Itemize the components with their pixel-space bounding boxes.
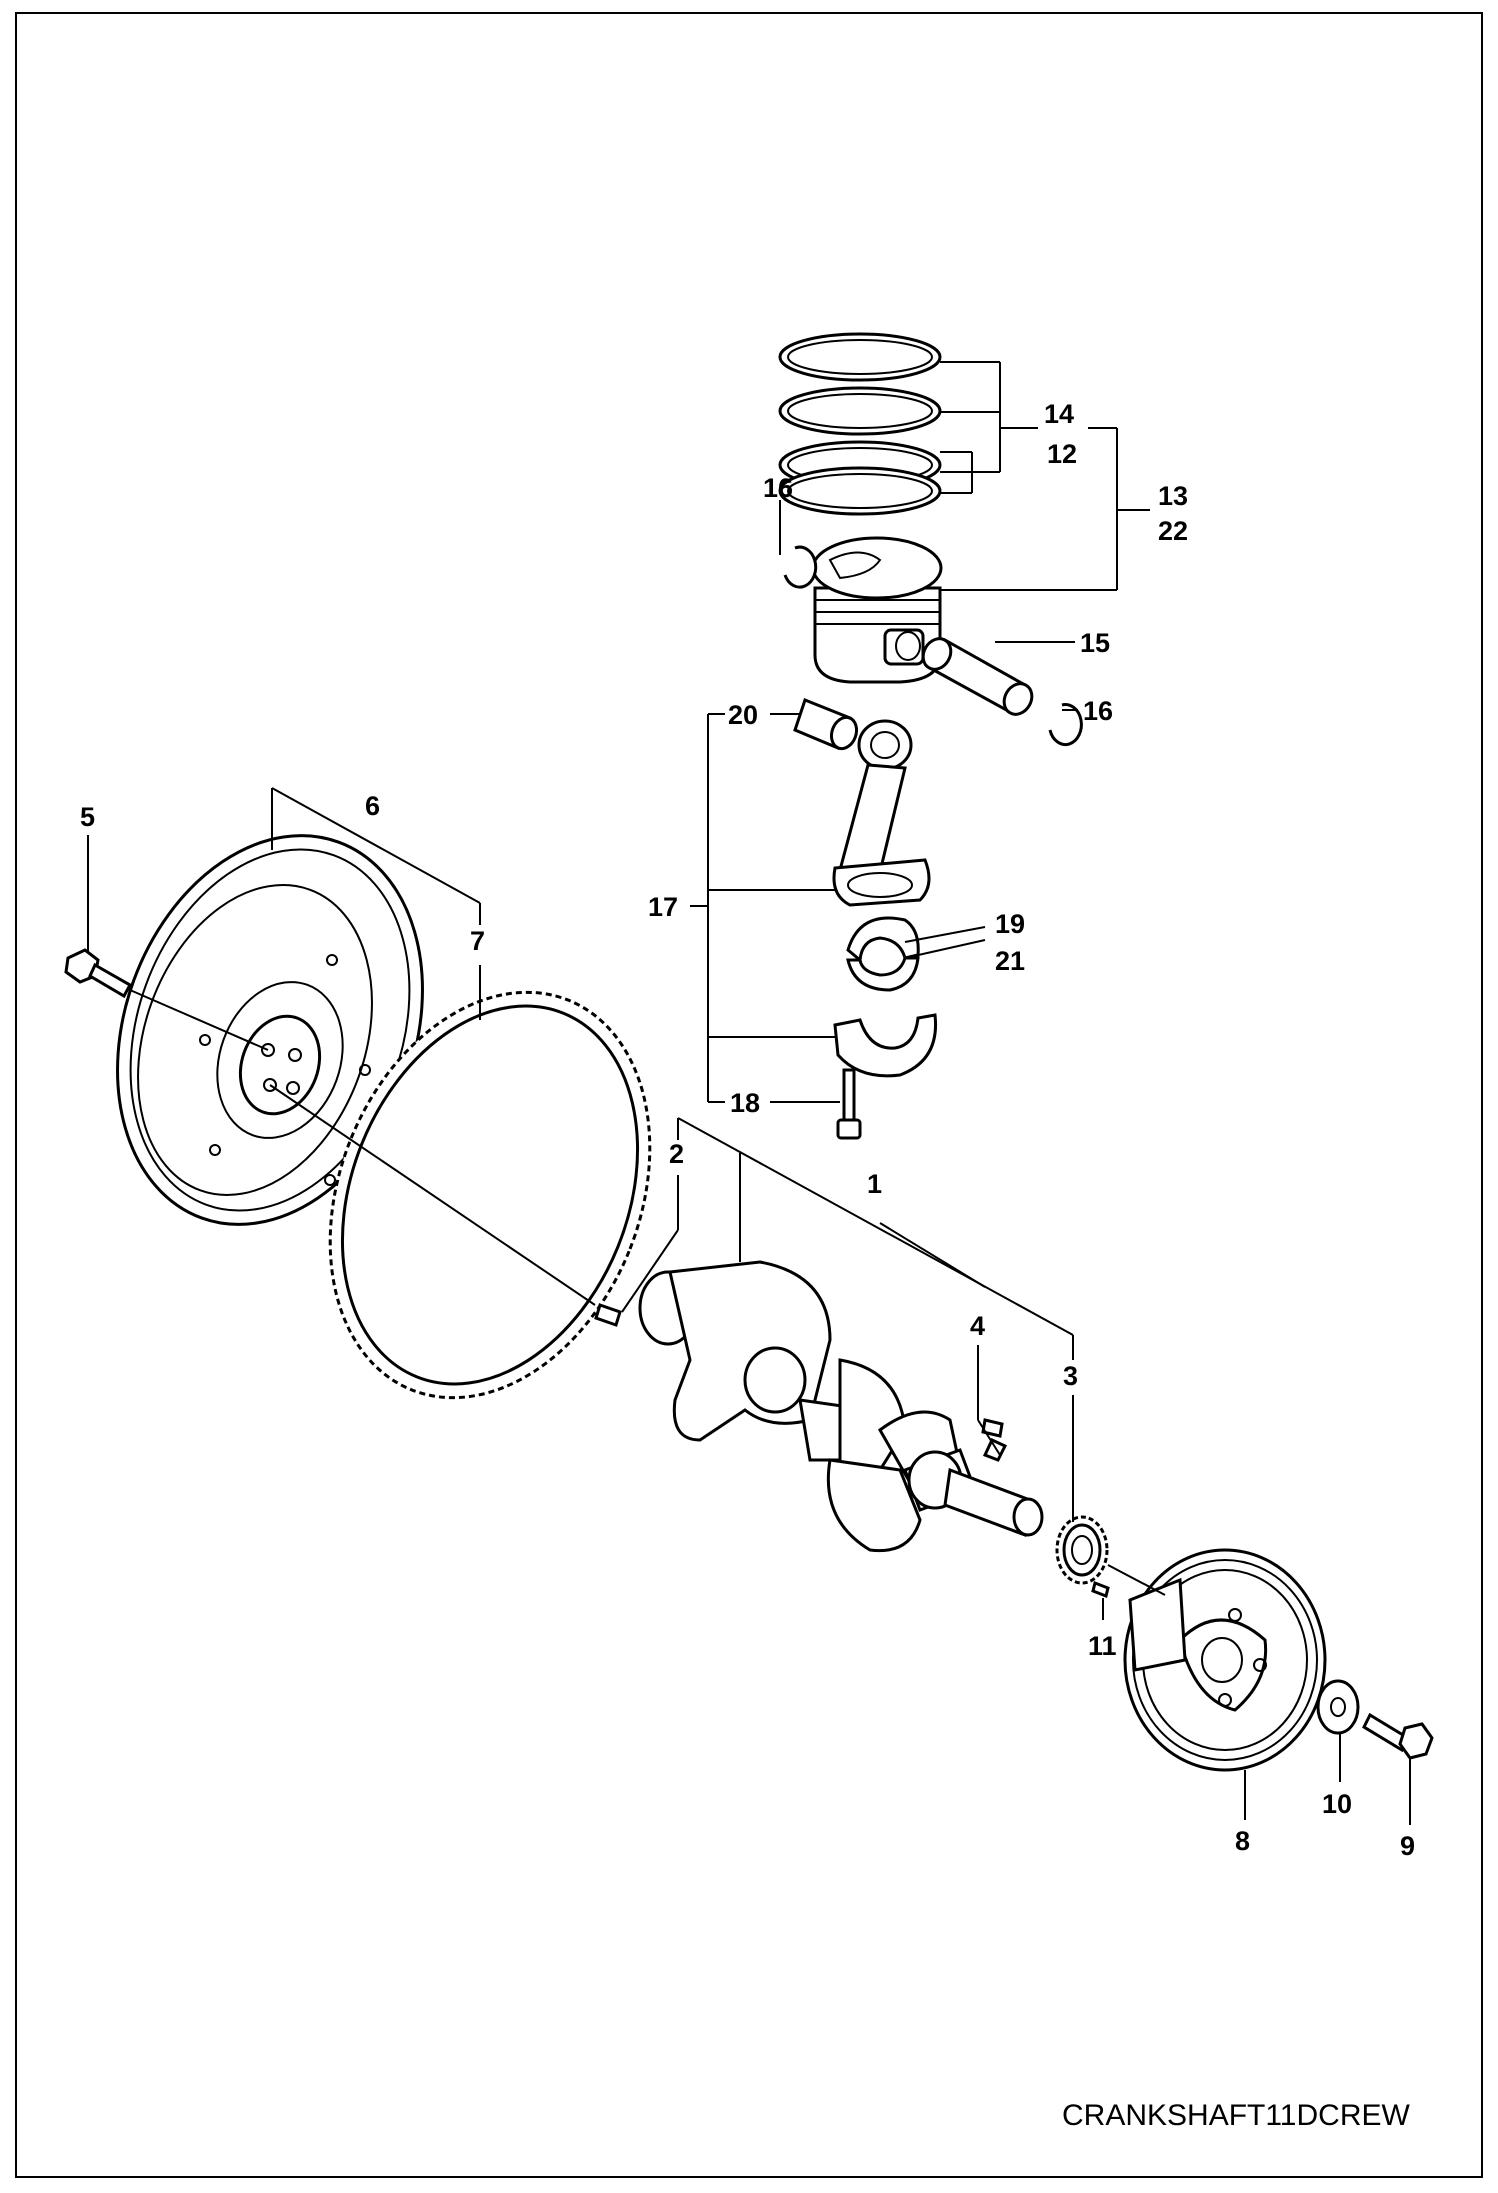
figure-reference-id: CRANKSHAFT11DCREW (1062, 2099, 1410, 2132)
callout-6: 6 (365, 791, 380, 821)
piston-pin (921, 637, 1034, 716)
callout-20: 20 (728, 700, 758, 730)
crankshaft-pulley (1123, 1548, 1327, 1772)
callout-4: 4 (970, 1311, 985, 1341)
callout-3: 3 (1063, 1361, 1078, 1391)
gear-pin (1091, 1580, 1110, 1599)
callout-1: 1 (867, 1169, 882, 1199)
callout-19: 19 (995, 909, 1025, 939)
callout-14: 14 (1044, 399, 1074, 429)
callout-5: 5 (80, 802, 95, 832)
callout-17: 17 (648, 892, 678, 922)
callout-22: 22 (1158, 516, 1188, 546)
callout-2: 2 (669, 1139, 684, 1169)
leader-lines (87, 361, 1411, 1825)
bearing-shells (846, 916, 920, 992)
callout-16-left: 16 (763, 473, 793, 503)
small-end-bush (793, 698, 859, 751)
callout-18: 18 (730, 1088, 760, 1118)
callout-16-right: 16 (1083, 696, 1113, 726)
flywheel (116, 834, 424, 1226)
callout-11: 11 (1088, 1631, 1117, 1661)
connecting-rod-bolt (836, 1068, 862, 1140)
snap-ring-left (783, 545, 818, 589)
callout-13: 13 (1158, 481, 1188, 511)
crankshaft-gear (1055, 1515, 1109, 1585)
washer (1316, 1679, 1360, 1735)
connecting-rod (832, 719, 931, 907)
ring-gear (328, 990, 652, 1400)
piston-rings (778, 332, 942, 516)
connecting-rod-cap (833, 1013, 938, 1078)
snap-ring-right (1048, 703, 1083, 747)
page-border (15, 12, 1483, 2178)
callout-7: 7 (470, 926, 485, 956)
flywheel-bolt (64, 948, 133, 999)
crankshaft (638, 1260, 1044, 1553)
callout-9: 9 (1400, 1831, 1415, 1861)
callout-21: 21 (995, 946, 1025, 976)
callout-10: 10 (1322, 1789, 1352, 1819)
callout-15: 15 (1080, 628, 1110, 658)
piston (811, 536, 943, 684)
callout-8: 8 (1235, 1826, 1250, 1856)
callout-12: 12 (1047, 439, 1077, 469)
pulley-bolt (1362, 1712, 1434, 1760)
dowel-pin (594, 1303, 622, 1327)
